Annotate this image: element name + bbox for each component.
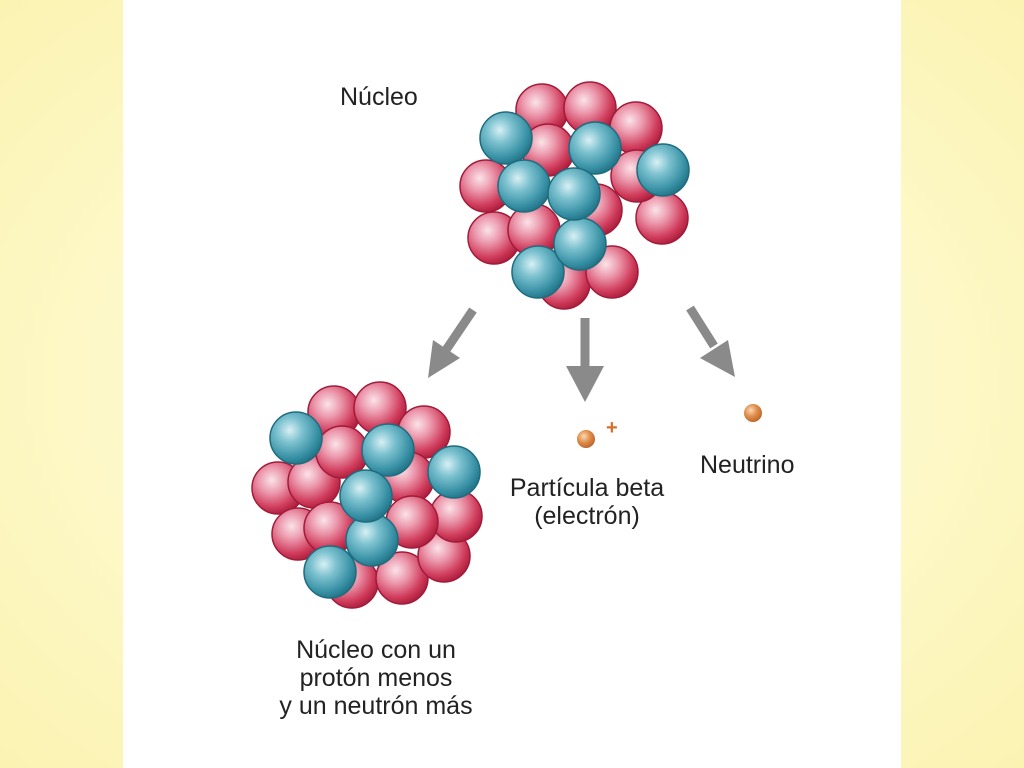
daughter-proton: [375, 551, 429, 605]
parent-neutron: [636, 143, 690, 197]
arrow-left: [428, 307, 477, 378]
arrow-down: [566, 318, 604, 402]
daughter-neutron: [339, 469, 393, 523]
parent-neutron: [553, 217, 607, 271]
parent-neutron: [479, 111, 533, 165]
beta-particle-label: Partícula beta (electrón): [509, 474, 665, 530]
parent-neutron: [547, 167, 601, 221]
daughter-neutron: [361, 423, 415, 477]
daughter-nucleus-label: Núcleo con un protón menos y un neutrón …: [279, 636, 473, 720]
neutrino-label: Neutrino: [700, 451, 795, 479]
neutrino-particle: [744, 404, 762, 422]
daughter-nucleus: [251, 381, 483, 609]
beta-charge-sign: +: [606, 417, 618, 439]
daughter-neutron: [427, 445, 481, 499]
beta-particle: [577, 430, 595, 448]
parent-nucleus: [459, 81, 690, 310]
nucleus-label: Núcleo: [340, 83, 418, 111]
daughter-neutron: [269, 411, 323, 465]
parent-neutron: [511, 245, 565, 299]
parent-neutron: [497, 159, 551, 213]
parent-neutron: [568, 121, 622, 175]
daughter-neutron: [303, 545, 357, 599]
arrow-right: [686, 305, 735, 377]
